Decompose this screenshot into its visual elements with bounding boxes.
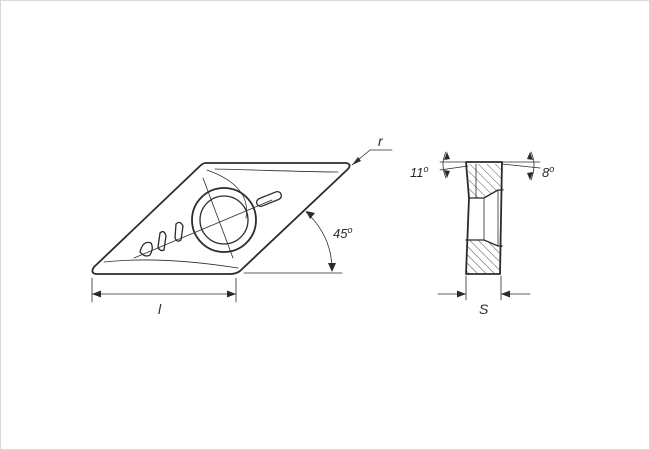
centerline-short [202, 177, 234, 259]
section-outline [465, 161, 503, 275]
radius-arrowhead [352, 157, 361, 165]
chipbreaker-bottom-line [103, 259, 239, 269]
insert-top-view [91, 162, 351, 275]
groove-3 [174, 221, 184, 242]
thickness-arrow-left [457, 290, 466, 298]
clearance-11-label: 11o [410, 164, 429, 180]
chipbreaker-top-line [214, 168, 339, 173]
radius-label: r [378, 133, 384, 149]
chip-slot [256, 190, 282, 208]
length-dimension: l [91, 277, 237, 317]
clearance-left-arrow-bottom [444, 170, 450, 178]
clearance-left-arrow-top [444, 152, 450, 160]
chipbreaker-left-curve [206, 169, 248, 219]
clearance-angle-8: 8o [499, 151, 554, 181]
section-hatch-bottom [466, 240, 502, 274]
clearance-right-arrow-top [527, 152, 533, 160]
angle-45-label: 45o [333, 225, 352, 241]
angle-dimension-45: 45o [243, 211, 352, 274]
mounting-hole-outer [191, 187, 257, 253]
groove-1 [139, 241, 153, 257]
clearance-8-label: 8o [542, 164, 554, 180]
length-label: l [158, 301, 162, 317]
thickness-dimension: S [437, 275, 531, 317]
clearance-angle-11: 11o [410, 151, 471, 180]
mounting-hole-inner [199, 195, 249, 245]
section-inner-bottom [465, 239, 503, 247]
clearance-left-arc [442, 151, 447, 179]
length-arrow-left [92, 290, 101, 298]
insert-side-view [465, 161, 504, 275]
section-inner-top [468, 189, 504, 199]
insert-outline [91, 162, 351, 275]
clearance-right-arrow-bottom [527, 172, 533, 180]
length-arrow-right [227, 290, 236, 298]
clearance-right-arc [530, 151, 535, 181]
section-hatch-top [468, 164, 503, 198]
angle-arc [305, 211, 333, 271]
thickness-label: S [479, 301, 489, 317]
angle-arrow-top [306, 211, 315, 219]
groove-2 [157, 230, 167, 252]
radius-callout: r [351, 133, 393, 166]
clearance-left-face [439, 165, 469, 171]
angle-arrow-bottom [328, 263, 336, 272]
thickness-arrow-right [501, 290, 510, 298]
centerline-long [133, 199, 273, 259]
